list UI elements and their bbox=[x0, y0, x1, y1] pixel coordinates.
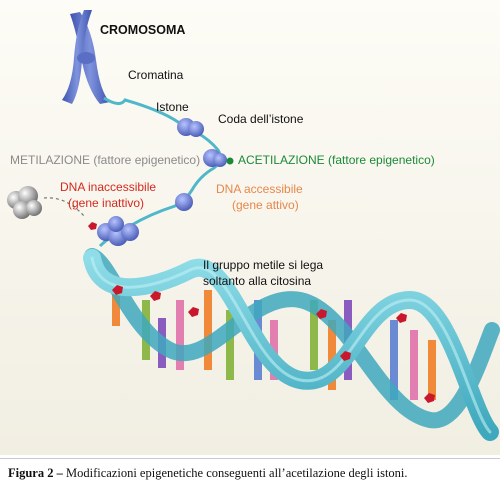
acetyl-group-icon bbox=[226, 157, 234, 165]
label-metile-line-2: soltanto alla citosina bbox=[203, 274, 312, 288]
methyl-group-molecule-icon bbox=[7, 186, 42, 219]
epigenetics-diagram bbox=[0, 0, 500, 455]
label-cromosoma: CROMOSOMA bbox=[100, 23, 186, 37]
nucleosome-cluster bbox=[97, 216, 139, 246]
dna-double-helix bbox=[83, 248, 500, 441]
label-metilazione: METILAZIONE (fattore epigenetico) bbox=[10, 153, 201, 167]
label-acetilazione: ACETILAZIONE (fattore epigenetico) bbox=[238, 153, 435, 167]
label-cromatina: Cromatina bbox=[128, 68, 184, 82]
methyl-groups-on-dna bbox=[112, 285, 435, 403]
nucleosome-2 bbox=[203, 149, 227, 167]
caption-prefix: Figura 2 – bbox=[8, 466, 63, 480]
label-istone: Istone bbox=[156, 100, 189, 114]
methyl-marker bbox=[88, 222, 97, 230]
figure-caption: Figura 2 – Modificazioni epigenetiche co… bbox=[0, 458, 500, 486]
label-coda-istone: Coda dell’istone bbox=[218, 112, 304, 126]
chromosome-icon bbox=[62, 10, 110, 104]
nucleosome-1 bbox=[177, 118, 204, 137]
nucleosome-3 bbox=[175, 193, 193, 211]
label-gene-inattivo: (gene inattivo) bbox=[68, 196, 145, 210]
label-dna-inaccessibile: DNA inaccessibile bbox=[60, 180, 157, 194]
label-metile-line-1: Il gruppo metile si lega bbox=[203, 258, 324, 272]
label-gene-attivo: (gene attivo) bbox=[232, 198, 299, 212]
caption-text: Modificazioni epigenetiche conseguenti a… bbox=[62, 466, 408, 480]
label-dna-accessibile: DNA accessibile bbox=[216, 182, 303, 196]
